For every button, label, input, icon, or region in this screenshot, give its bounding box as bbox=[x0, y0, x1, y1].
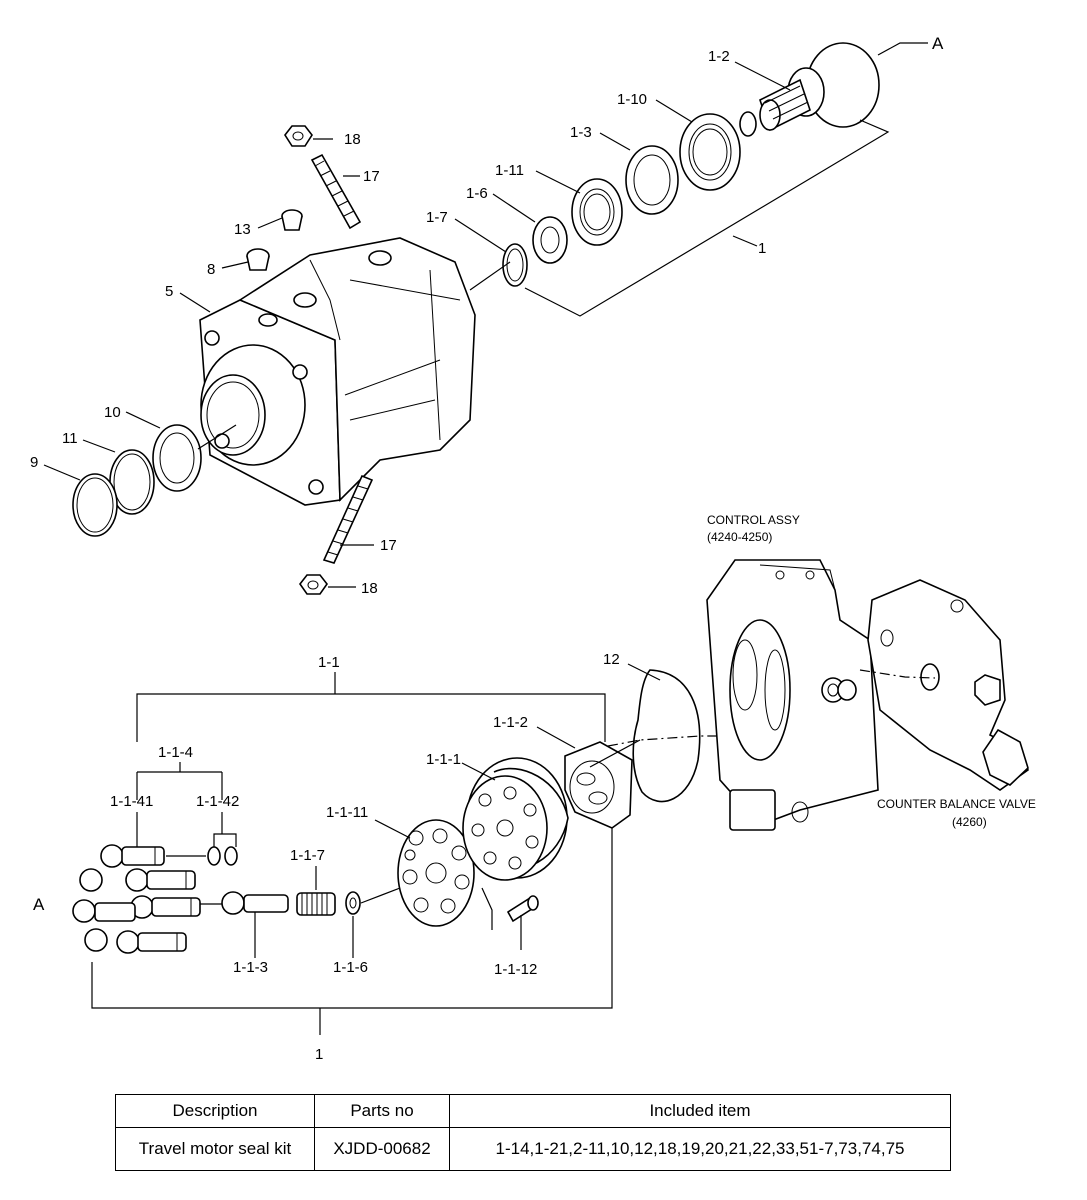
washer-1-1-6 bbox=[345, 891, 361, 958]
cell-parts-no: XJDD-00682 bbox=[314, 1127, 450, 1171]
header-included-item: Included item bbox=[449, 1094, 951, 1128]
label-11: 11 bbox=[62, 430, 78, 447]
label-1-1-42: 1-1-42 bbox=[196, 793, 239, 810]
piston-set-a bbox=[72, 868, 201, 954]
label-1-1-11: 1-1-11 bbox=[326, 804, 368, 821]
label-1-10: 1-10 bbox=[617, 91, 647, 108]
label-1-6: 1-6 bbox=[466, 185, 488, 202]
roller-bearing-1-11 bbox=[571, 178, 623, 246]
label-18-top: 18 bbox=[344, 131, 361, 148]
cylinder-block-1-1-1 bbox=[461, 757, 569, 881]
bearing-race-1-3 bbox=[625, 145, 679, 215]
rings-1-1-42 bbox=[166, 812, 238, 866]
nut-18-bottom bbox=[299, 574, 328, 595]
label-13: 13 bbox=[234, 221, 251, 238]
header-parts-no: Parts no bbox=[314, 1094, 450, 1128]
label-a-bottom: A bbox=[33, 895, 45, 914]
valve-plate-1-1-2 bbox=[536, 726, 633, 829]
motor-casing-5 bbox=[199, 237, 476, 506]
spacer-1-6 bbox=[532, 216, 568, 264]
stud-17-bottom bbox=[322, 474, 374, 564]
label-a-top: A bbox=[932, 34, 944, 53]
caption-control-assy: CONTROL ASSY bbox=[707, 513, 800, 527]
label-5: 5 bbox=[165, 283, 173, 300]
bolt-1-1-12 bbox=[481, 887, 539, 950]
label-18-bottom: 18 bbox=[361, 580, 378, 597]
label-1-1-7: 1-1-7 bbox=[290, 847, 325, 864]
nut-18-top bbox=[284, 125, 313, 147]
stud-17-top bbox=[310, 153, 362, 230]
caption-counter-balance-code: (4260) bbox=[952, 815, 987, 829]
label-1-1-1: 1-1-1 bbox=[426, 751, 461, 768]
label-17-top: 17 bbox=[363, 168, 380, 185]
label-1-2: 1-2 bbox=[708, 48, 730, 65]
cell-included-item: 1-14,1-21,2-11,10,12,18,19,20,21,22,33,5… bbox=[449, 1127, 951, 1171]
label-1-7: 1-7 bbox=[426, 209, 448, 226]
label-10: 10 bbox=[104, 404, 121, 421]
table-row: Travel motor seal kit XJDD-00682 1-14,1-… bbox=[115, 1127, 951, 1171]
label-1-11: 1-11 bbox=[495, 162, 524, 179]
o-ring-12 bbox=[627, 663, 701, 803]
counter-balance-valve bbox=[867, 579, 1029, 791]
output-shaft bbox=[739, 42, 880, 137]
label-1-3: 1-3 bbox=[570, 124, 592, 141]
label-1-1: 1-1 bbox=[318, 654, 340, 671]
snap-ring-1-7 bbox=[502, 243, 528, 287]
table-header-row: Description Parts no Included item bbox=[115, 1094, 951, 1128]
label-1-1-2: 1-1-2 bbox=[493, 714, 528, 731]
header-description: Description bbox=[115, 1094, 315, 1128]
label-1-1-6: 1-1-6 bbox=[333, 959, 368, 976]
caption-control-assy-range: (4240-4250) bbox=[707, 530, 772, 544]
cell-description: Travel motor seal kit bbox=[115, 1127, 315, 1171]
label-8: 8 bbox=[207, 261, 215, 278]
label-1-1-41: 1-1-41 bbox=[110, 793, 153, 810]
caption-counter-balance: COUNTER BALANCE VALVE bbox=[877, 797, 1036, 811]
spring-1-1-7 bbox=[296, 866, 336, 916]
control-assy bbox=[706, 559, 879, 831]
piston-1-1-41 bbox=[100, 812, 165, 868]
roller-bearing-1-10 bbox=[679, 113, 741, 191]
plug-13 bbox=[281, 209, 303, 231]
label-1-top: 1 bbox=[758, 240, 766, 257]
retainer-plate-1-1-11 bbox=[360, 819, 475, 927]
label-1-1-4: 1-1-4 bbox=[158, 744, 193, 761]
plug-8 bbox=[246, 248, 270, 271]
label-1-1-3: 1-1-3 bbox=[233, 959, 268, 976]
ball-guide-1-1-3 bbox=[200, 891, 289, 958]
label-9: 9 bbox=[30, 454, 38, 471]
ring-10 bbox=[152, 424, 202, 492]
label-1-1-12: 1-1-12 bbox=[494, 961, 537, 978]
leader-lines-upper bbox=[43, 42, 928, 588]
label-1-bottom: 1 bbox=[315, 1046, 323, 1063]
seal-kit-table: Description Parts no Included item Trave… bbox=[115, 1094, 951, 1171]
label-12: 12 bbox=[603, 651, 620, 668]
label-17-bottom: 17 bbox=[380, 537, 397, 554]
snap-ring-9 bbox=[72, 473, 118, 537]
